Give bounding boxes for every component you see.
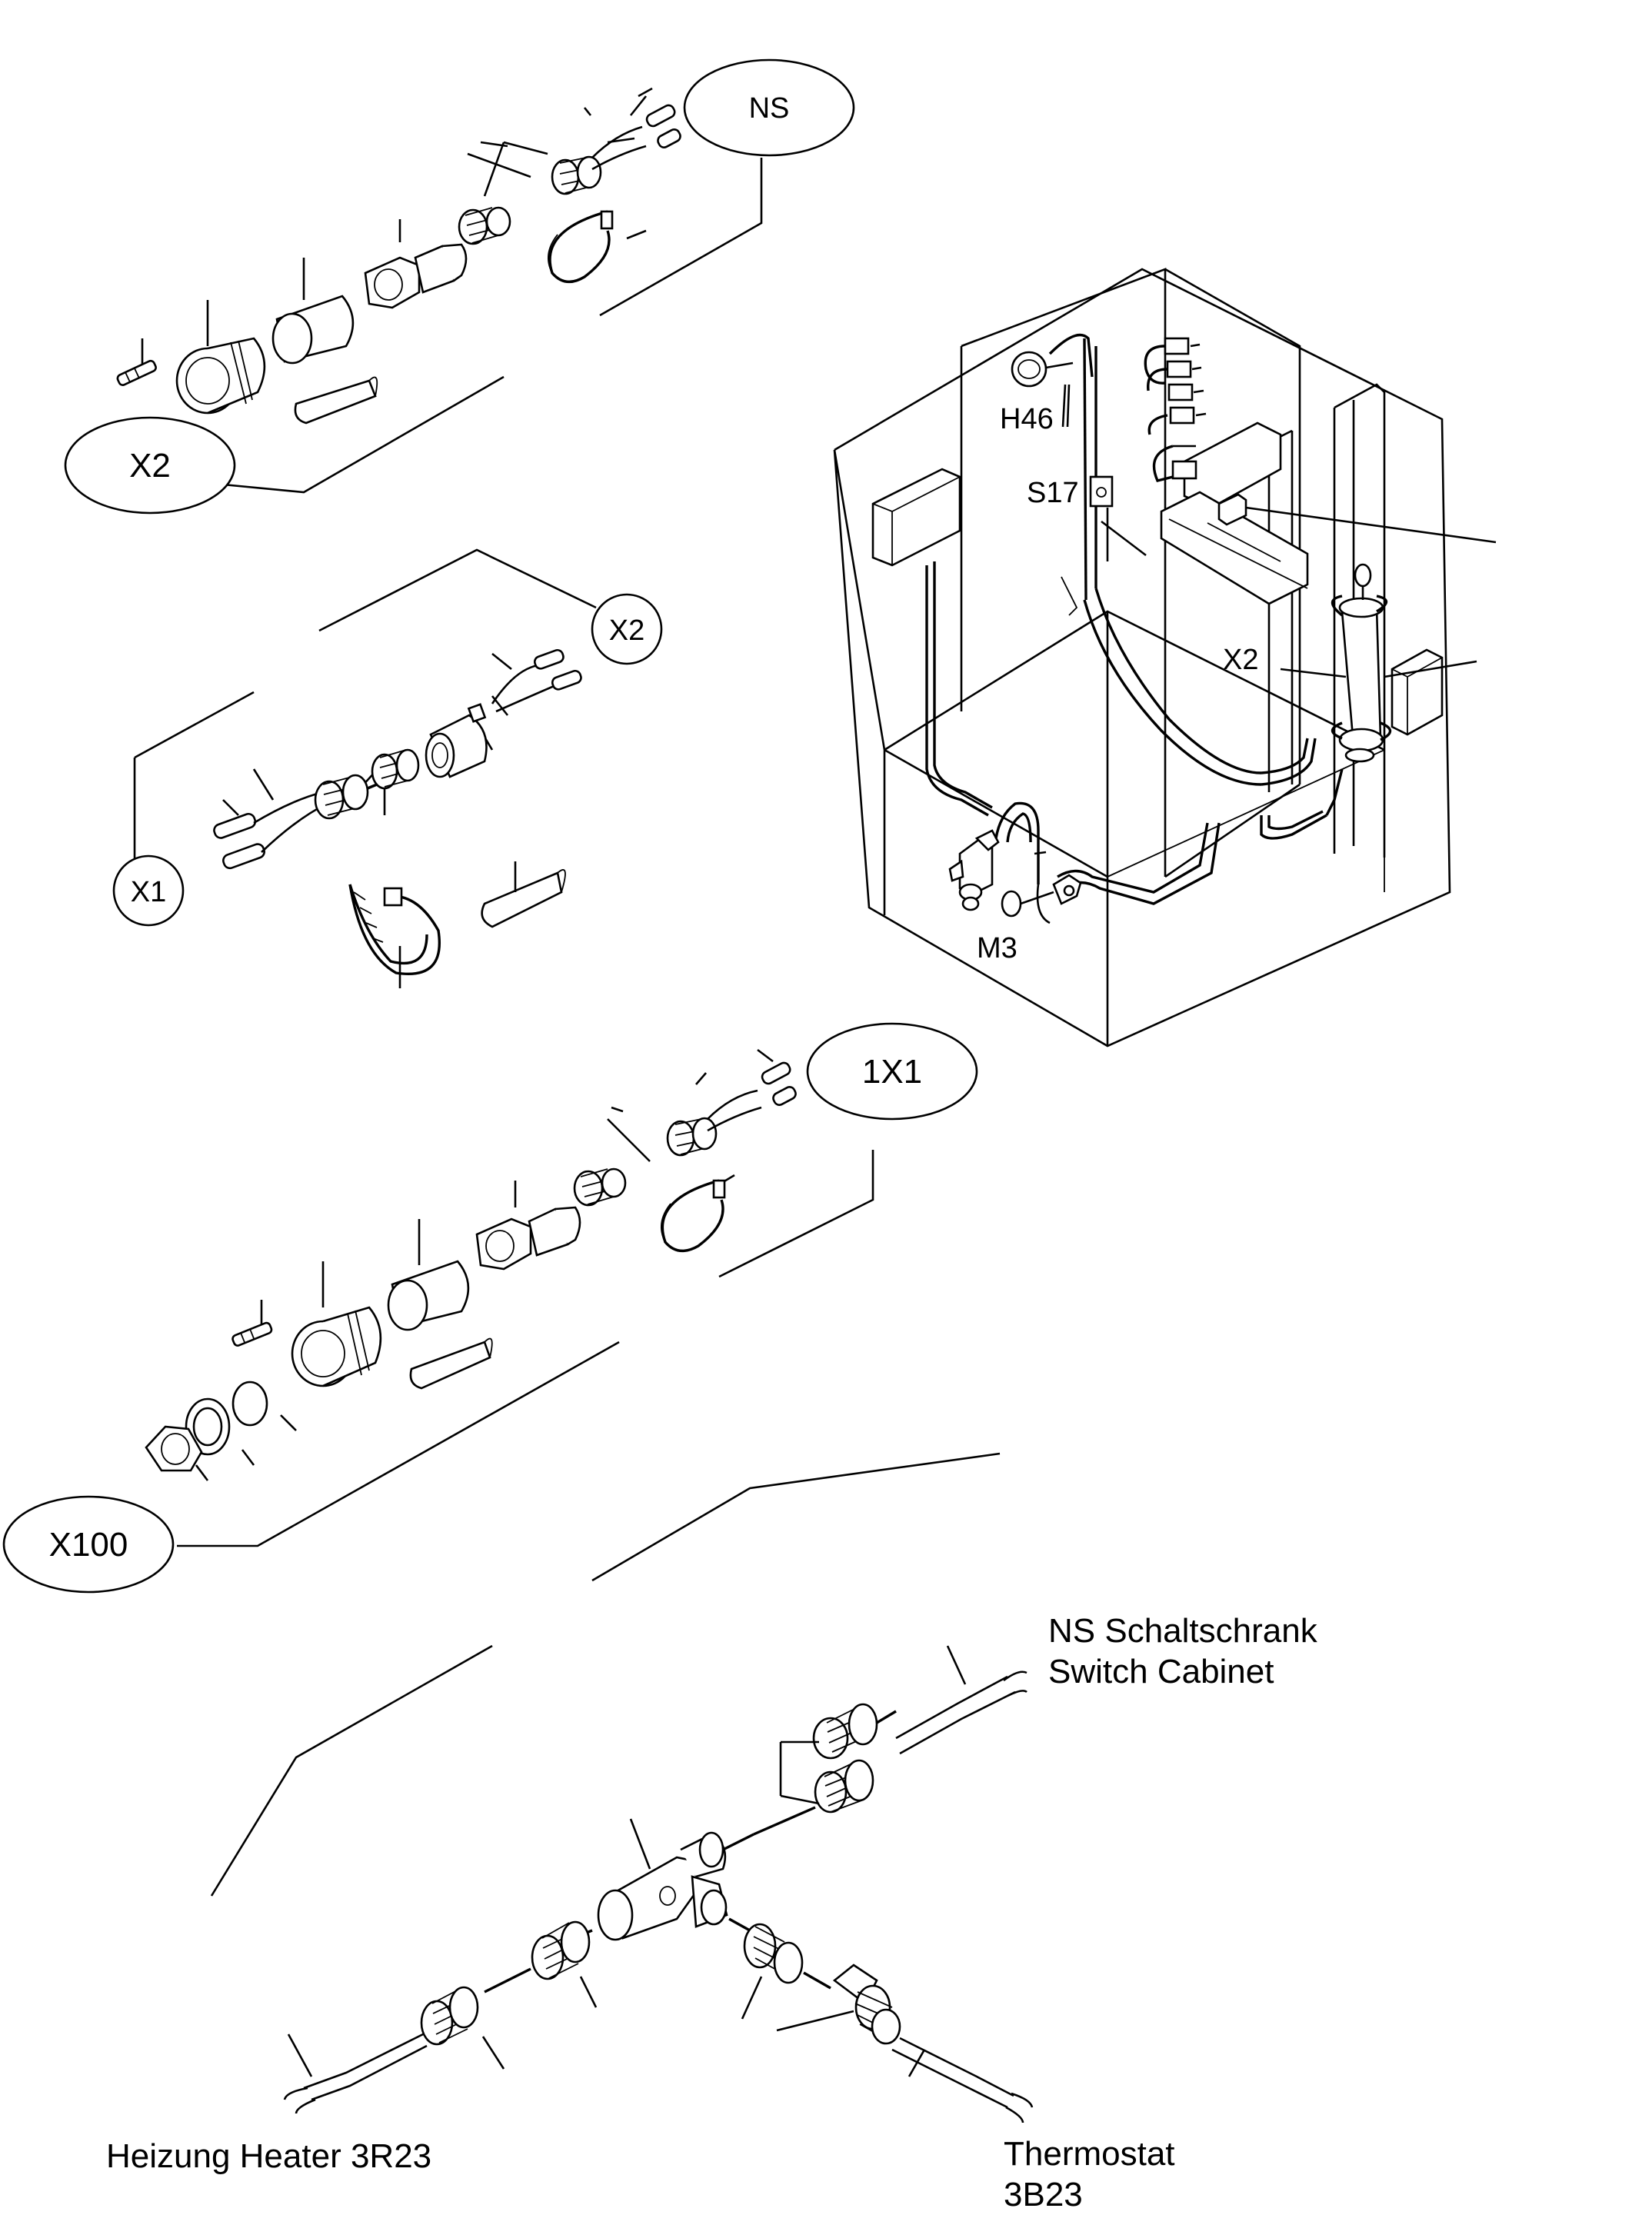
caption-thermostat-line2: 3B23 [1004,2176,1083,2213]
spring-icon [743,1923,804,1984]
label-m3: M3 [977,932,1018,964]
label-x1: X1 [112,854,185,927]
spring-icon [812,1703,878,1760]
spring-icon [551,155,602,195]
switch-cabinet-drawing [833,268,1497,1048]
caption-ns-text: Schaltschrank [1104,1612,1317,1650]
spring-icon [458,206,511,245]
caption-ns-line2: Switch Cabinet [1048,1653,1274,1690]
label-1x1: 1X1 [806,1022,978,1121]
label-x2-cabinet: X2 [1223,644,1258,676]
top-connector-assembly [116,87,763,494]
spring-icon [573,1167,627,1207]
spring-icon [314,774,369,820]
label-x2-mid-text: X2 [609,615,644,647]
label-x2-top: X2 [64,416,236,515]
middle-connector-assembly [133,548,597,988]
label-x100-text: X100 [49,1526,128,1564]
lower-connector-assembly [145,1048,874,1547]
caption-thermostat-line1: Thermostat [1004,2135,1175,2173]
spring-icon [814,1759,874,1814]
label-x2-mid: X2 [591,593,663,665]
label-ns: NS [683,58,855,157]
label-s17: S17 [1027,477,1079,509]
label-x100: X100 [2,1495,175,1594]
label-x2-top-text: X2 [129,447,171,485]
spring-icon [666,1117,718,1157]
t-distributor-assembly [283,1645,1034,2123]
label-h46: H46 [1000,403,1054,435]
pump-icon [948,801,1082,924]
label-1x1-text: 1X1 [862,1053,922,1091]
spring-icon [420,1986,479,2046]
caption-heater: Heizung Heater 3R23 [106,2137,431,2175]
label-x1-text: X1 [131,876,166,908]
spring-icon [531,1920,591,1980]
label-ns-text: NS [749,92,790,125]
terminal-strip [1144,337,1207,483]
caption-ns-line1: NS Schaltschrank [1048,1612,1318,1650]
spring-icon [371,748,420,790]
caption-ns-code: NS [1048,1612,1095,1650]
spring-icon [832,1964,901,2045]
